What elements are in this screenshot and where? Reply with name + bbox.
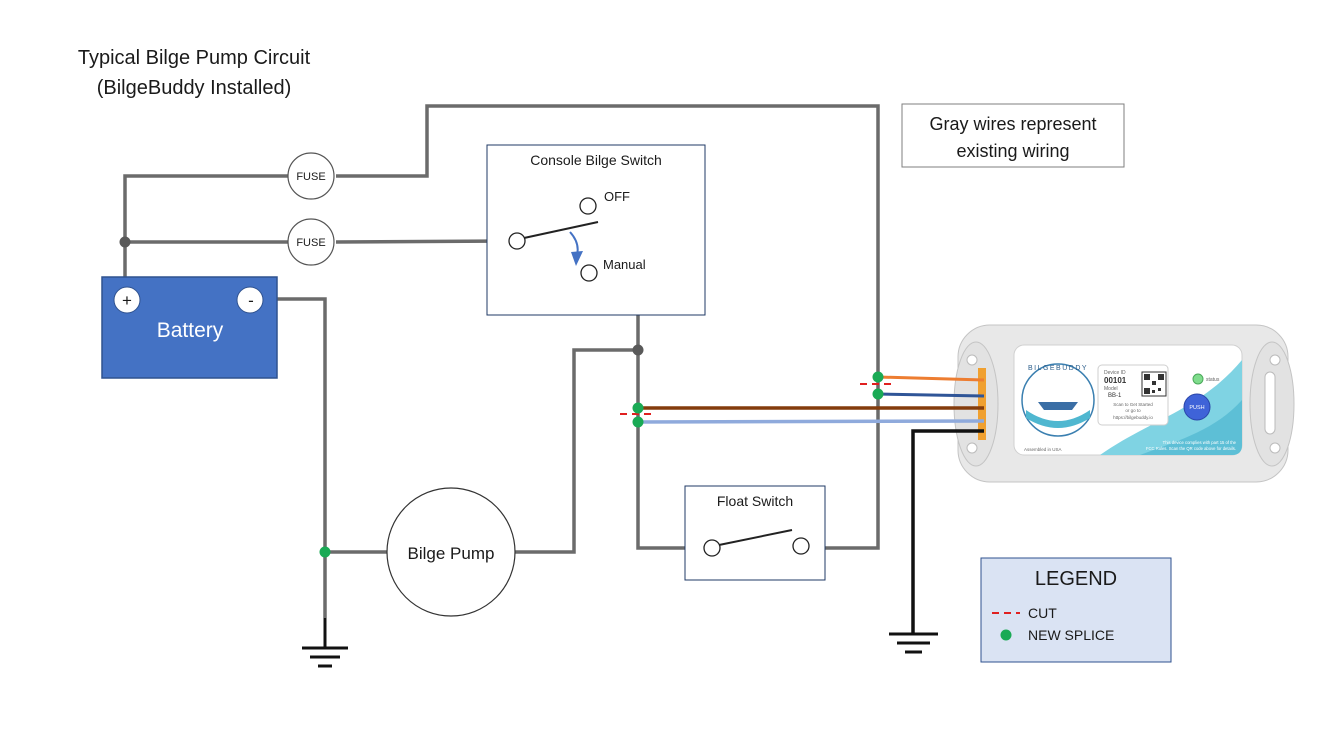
diagram-title-line2: (BilgeBuddy Installed) [97, 77, 292, 99]
wire-blue [877, 392, 985, 398]
switch-manual-terminal [580, 264, 598, 282]
console-bilge-switch: Console Bilge Switch OFF Manual [486, 144, 706, 316]
ground-symbol-right [889, 632, 938, 654]
wire-fuse-bottom-to-switch [335, 239, 510, 244]
junction-manual-pump [632, 344, 644, 356]
wire-battery-negative [263, 297, 327, 618]
device-push-label: PUSH [1189, 405, 1204, 411]
bilge-pump-label: Bilge Pump [408, 544, 495, 563]
wire-fuse-top-to-float [336, 104, 880, 550]
new-splices [319, 371, 884, 558]
float-switch-lever [718, 529, 793, 546]
legend-splice-swatch [1000, 629, 1012, 641]
float-switch: Float Switch [684, 485, 826, 581]
diagram-title-line1: Typical Bilge Pump Circuit [78, 47, 311, 69]
fuse-top-label: FUSE [296, 171, 325, 183]
existing-wiring-note: Gray wires represent existing wiring [901, 103, 1125, 168]
legend-splice-label: NEW SPLICE [1028, 627, 1114, 643]
legend-cut-label: CUT [1028, 605, 1057, 621]
device-model-label: Model [1104, 386, 1118, 392]
switch-common-terminal [508, 232, 526, 250]
device-id-value: 00101 [1104, 376, 1127, 385]
wire-lightblue [637, 419, 985, 424]
device-scan-url: https://bilgebuddy.io [1113, 415, 1153, 420]
device-push-button[interactable] [1183, 393, 1211, 421]
splice-lightblue [632, 416, 644, 428]
switch-arrow-head [571, 251, 583, 266]
device-status-led [1192, 373, 1204, 385]
battery: + - Battery [101, 276, 278, 379]
bilge-pump: Bilge Pump [386, 487, 516, 617]
wire-device-ground [911, 429, 984, 634]
bilgebuddy-wires [637, 375, 985, 634]
float-terminal-right [792, 537, 810, 555]
float-terminal-left [703, 539, 721, 557]
console-switch-title: Console Bilge Switch [530, 152, 662, 168]
wire-junction-to-pump [515, 348, 638, 554]
device-brand: BILGEBUDDY [1028, 365, 1088, 372]
device-fcc-line1: This device complies with part 15 of the [1163, 440, 1237, 445]
note-line2: existing wiring [956, 141, 1069, 161]
wire-orange [877, 375, 985, 382]
battery-negative-terminal [236, 286, 264, 314]
legend: LEGEND CUT NEW SPLICE [980, 557, 1172, 663]
mount-tab-left [953, 341, 999, 467]
fuse-top: FUSE [287, 152, 335, 200]
device-model-value: BB-1 [1108, 393, 1122, 399]
splice-ground-pump [319, 546, 331, 558]
battery-negative-sign: - [248, 291, 254, 310]
device-made-in: Assembled in USA [1024, 447, 1062, 452]
splice-brown [632, 402, 644, 414]
fuse-bottom: FUSE [287, 218, 335, 266]
splice-orange [872, 371, 884, 383]
device-scan-text-1: Scan to Get Started [1113, 402, 1153, 407]
switch-off-label: OFF [604, 189, 630, 204]
device-status-label: status [1206, 377, 1220, 383]
wire-battery-positive-riser [123, 174, 288, 278]
device-fcc-line2: FCC Rules. Scan the QR code above for de… [1146, 446, 1236, 451]
device-wire-port [978, 368, 986, 440]
device-qr-code [1141, 371, 1167, 397]
splice-blue [872, 388, 884, 400]
bilgebuddy-device: BILGEBUDDY Device ID 00101 Model BB-1 Sc… [953, 324, 1295, 483]
note-line1: Gray wires represent [929, 114, 1096, 134]
cut-marks [620, 383, 894, 415]
battery-positive-terminal [113, 286, 141, 314]
switch-manual-label: Manual [603, 257, 646, 272]
ground-symbol-left [302, 618, 348, 668]
battery-positive-sign: + [122, 291, 132, 310]
device-scan-text-2: or go to [1125, 408, 1141, 413]
battery-label: Battery [157, 319, 224, 342]
device-id-label: Device ID [1104, 370, 1126, 376]
float-switch-title: Float Switch [717, 493, 793, 509]
switch-lever [523, 221, 599, 239]
fuse-bottom-label: FUSE [296, 237, 325, 249]
switch-off-terminal [579, 197, 597, 215]
legend-title: LEGEND [1035, 568, 1117, 590]
junction-battery-positive [119, 236, 131, 248]
